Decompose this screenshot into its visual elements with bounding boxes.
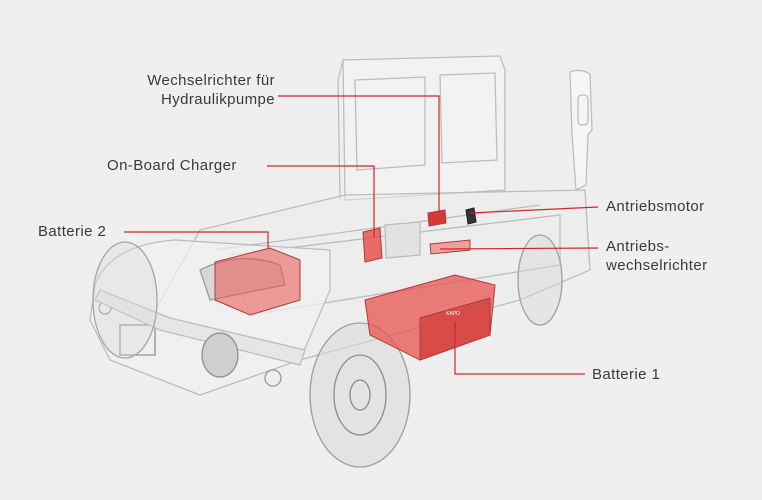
hydraulic-inverter	[427, 209, 447, 227]
leader-battery-1	[454, 322, 585, 375]
front-wheel-left	[92, 241, 158, 359]
leader-lines	[124, 95, 599, 375]
leader-inverter-hydraulic	[278, 95, 440, 213]
label-drive-inverter-line1: Antriebs-	[606, 238, 670, 255]
label-battery-1: Batterie 1	[592, 366, 661, 383]
label-inverter-hydraulic-line1: Wechselrichter für	[147, 72, 275, 89]
truck-illustration	[89, 55, 593, 468]
leader-drive-motor	[469, 206, 599, 214]
battery-2	[214, 247, 301, 316]
label-drive-motor: Antriebsmotor	[606, 198, 705, 215]
label-onboard-charger: On-Board Charger	[107, 157, 237, 174]
onboard-charger	[362, 227, 383, 263]
drive-inverter	[429, 239, 471, 255]
label-inverter-hydraulic-line2: Hydraulikpumpe	[161, 91, 275, 108]
leader-drive-inverter	[439, 247, 599, 250]
label-battery-2: Batterie 2	[38, 223, 107, 240]
leader-battery-2	[124, 231, 269, 248]
front-wheel-right	[309, 322, 411, 468]
label-drive-inverter-line2: wechselrichter	[606, 257, 708, 274]
cab	[342, 55, 506, 201]
battery-1-badge: KAPO	[446, 311, 460, 317]
exhaust-stack	[569, 69, 593, 192]
rear-wheel	[517, 234, 563, 326]
drive-motor	[465, 207, 477, 225]
label-inverter-hydraulic: Wechselrichter für Hydraulikpumpe	[135, 71, 275, 109]
label-drive-inverter: Antriebs- wechselrichter	[606, 237, 707, 275]
leader-onboard-charger	[267, 165, 375, 238]
